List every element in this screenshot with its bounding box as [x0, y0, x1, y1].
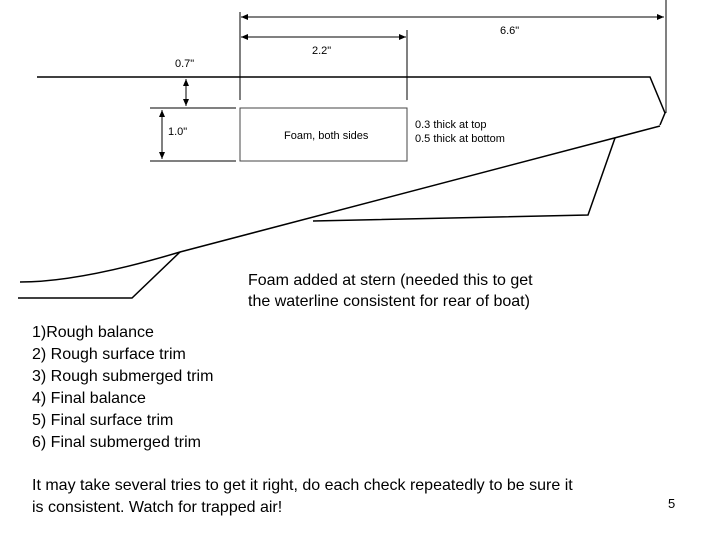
- foam-label: Foam, both sides: [284, 130, 369, 142]
- caption-line-1: Foam added at stern (needed this to get: [248, 272, 533, 289]
- caption-line-2: the waterline consistent for rear of boa…: [248, 293, 530, 310]
- page-number: 5: [668, 496, 676, 511]
- thickness-top-label: 0.3 thick at top: [415, 119, 487, 131]
- deck-line: [37, 76, 666, 126]
- step-item: 3) Rough submerged trim: [32, 368, 214, 385]
- keel-fin: [312, 137, 616, 222]
- note-line-1: It may take several tries to get it righ…: [32, 477, 573, 494]
- step-item: 4) Final balance: [32, 390, 146, 407]
- step-item: 2) Rough surface trim: [32, 346, 186, 363]
- top-offset-label: 0.7": [175, 58, 195, 70]
- foam-box: [239, 107, 408, 162]
- thickness-bottom-label: 0.5 thick at bottom: [415, 133, 505, 145]
- hull-line: [19, 125, 661, 283]
- foam-length-label: 2.2": [312, 45, 332, 57]
- step-item: 6) Final submerged trim: [32, 434, 201, 451]
- steps-list: 1)Rough balance 2) Rough surface trim 3)…: [32, 322, 213, 454]
- step-item: 5) Final surface trim: [32, 412, 174, 429]
- rear-fin: [18, 251, 181, 299]
- foam-height-label: 1.0": [168, 126, 188, 138]
- step-item: 1)Rough balance: [32, 324, 154, 341]
- overall-dimension-label: 6.6": [500, 25, 520, 37]
- note-line-2: is consistent. Watch for trapped air!: [32, 499, 283, 516]
